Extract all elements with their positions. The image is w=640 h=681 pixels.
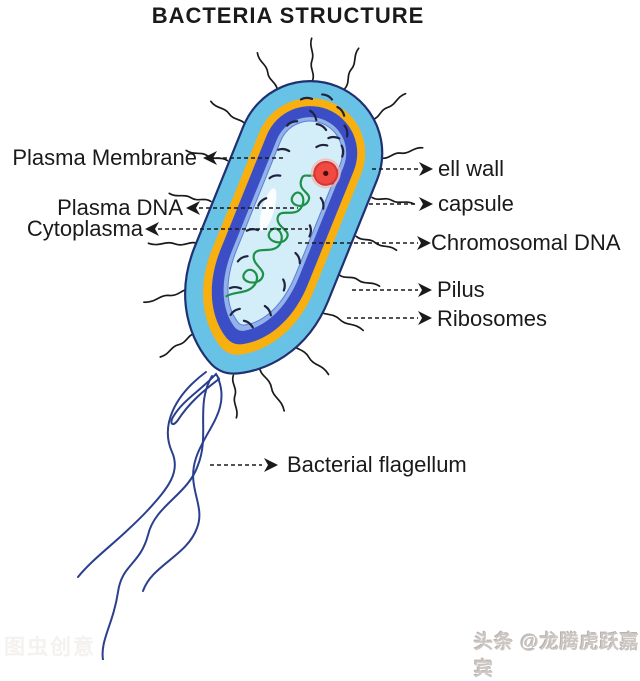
flagellum-strand [77,371,207,578]
pilus-arrow [418,283,432,297]
flagellum-strand [101,375,213,660]
diagram-artwork [77,37,433,660]
watermark-tuchong: 图虫创意 [4,636,96,659]
label-capsule: capsule [438,191,514,216]
flagellum-leaf [170,372,221,425]
cell-wall-arrow [419,162,433,176]
bacteria-structure-diagram: BACTERIA STRUCTURE Plasma Membrane Plasm… [4,3,639,680]
plasma-dna-arrow [186,201,200,215]
diagram-title: BACTERIA STRUCTURE [151,3,425,28]
plasma-membrane-arrow [203,151,217,165]
flagellum-arrow [264,458,278,472]
label-ribosomes: Ribosomes [437,306,548,331]
label-plasma-membrane: Plasma Membrane [12,145,197,170]
ribosome-dashes [228,93,349,329]
plasmid [310,158,341,189]
flagella [77,371,223,660]
label-plasma-dna: Plasma DNA [57,195,183,220]
chromosomal-dna-arrow [417,236,431,250]
label-chromosomal-dna: Chromosomal DNA [431,230,621,255]
pointer-lines [158,157,418,466]
label-bacterial-flagellum: Bacterial flagellum [287,452,467,477]
chromosomal-dna-coil [225,173,318,298]
watermark-toutiao: 头条 @龙腾虎跃嘉宾 [474,632,640,680]
capsule-arrow [419,197,433,211]
label-cell-wall: ell wall [438,156,505,181]
bacterium-cell [142,37,425,419]
pointer-arrows [145,151,433,472]
label-pilus: Pilus [437,277,485,302]
ribosomes-arrow [418,311,432,325]
cytoplasm-highlight [259,188,277,231]
flagellum-strand [142,377,223,592]
cytoplasma-arrow [145,222,159,236]
label-cytoplasma: Cytoplasma [26,216,143,241]
